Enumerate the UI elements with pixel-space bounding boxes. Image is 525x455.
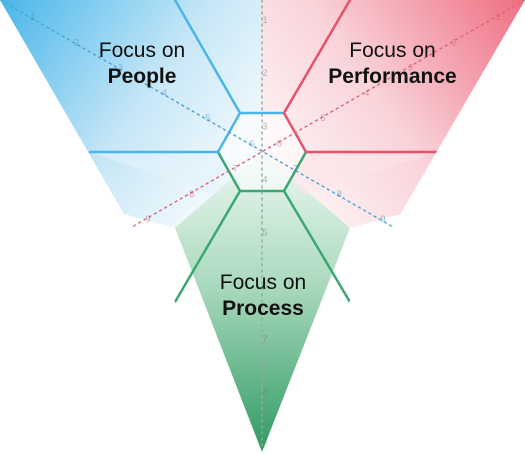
vertical-axis-tick: 8 — [262, 387, 267, 397]
vertical-axis-tick: 4 — [262, 174, 267, 184]
vertical-axis-tick: 3 — [262, 121, 267, 131]
people-axis-tick: 8 — [337, 189, 342, 199]
performance-label: Focus on Performance — [300, 38, 485, 91]
performance-axis-tick: 9 — [145, 214, 150, 224]
performance-axis-tick: 1 — [495, 12, 500, 22]
performance-spokes — [282, 0, 439, 154]
performance-axis-tick: 2 — [452, 37, 457, 47]
performance-axis — [124, 0, 525, 232]
vertical-axis-tick: 1 — [262, 15, 267, 25]
people-axis-tick: 4 — [162, 88, 167, 98]
vertical-axis-tick: 2 — [262, 68, 267, 78]
people-axis-tick: 6 — [249, 138, 254, 148]
people-axis-tick: 7 — [293, 164, 298, 174]
vertical-axis-tick: 9 — [262, 440, 267, 450]
people-axis-tick: 9 — [380, 214, 385, 224]
people-axis-tick: 2 — [74, 37, 79, 47]
performance-axis-tick: 8 — [189, 189, 194, 199]
performance-label-line1: Focus on — [349, 39, 436, 62]
performance-axis-tick: 7 — [233, 164, 238, 174]
performance-axis-tick: 3 — [408, 63, 413, 73]
process-label: Focus on Process — [183, 270, 343, 323]
process-label-line2: Process — [222, 297, 304, 321]
people-spokes — [88, 0, 242, 154]
process-spokes — [173, 189, 352, 304]
performance-axis-tick: 5 — [320, 113, 325, 123]
people-label-line2: People — [107, 65, 177, 89]
people-axis-tick: 1 — [30, 12, 35, 22]
vertical-axis-tick: 5 — [262, 228, 267, 238]
process-label-line1: Focus on — [219, 271, 307, 294]
vertical-axis-tick: 7 — [262, 334, 267, 344]
people-axis-tick: 5 — [205, 113, 210, 123]
performance-axis-tick: 6 — [277, 138, 282, 148]
people-axis-tick: 3 — [118, 63, 123, 73]
vertical-axis-tick: 6 — [262, 281, 267, 291]
people-label: Focus on People — [62, 38, 222, 91]
people-label-line1: Focus on — [98, 39, 186, 62]
people-axis — [0, 0, 401, 232]
performance-axis-tick: 4 — [364, 88, 369, 98]
performance-label-line2: Performance — [328, 65, 457, 89]
